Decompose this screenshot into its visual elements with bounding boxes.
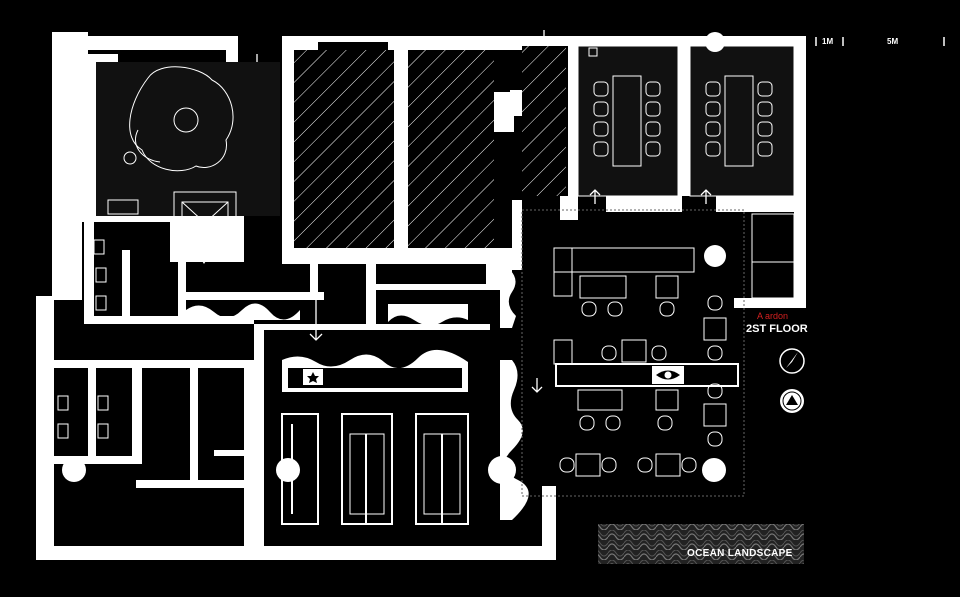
eye-icon [652,366,684,384]
scale-label-1m: 1M [822,37,834,46]
floor-label: 2ST FLOOR [746,323,808,335]
wavy-wall-right-2 [500,360,529,520]
wavy-counter-1 [186,303,300,320]
conference-room-1 [577,45,679,197]
legend-label: OCEAN LANDSCAPE [687,548,793,559]
outer-walls [36,32,806,560]
seal-logo-icon [780,389,804,413]
conference-room-2 [689,45,795,197]
wavy-counter-2 [388,304,468,326]
column-top [705,32,725,52]
corridor-walls [178,200,522,546]
elevator-arrow [199,256,209,264]
wavy-wall-right [500,270,516,328]
side-storage [751,213,795,299]
scale-bar [815,37,945,46]
toilets [57,239,109,439]
lounge-room [96,62,280,253]
scale-label-5m: 5M [887,37,899,46]
brand-label: A ardon [757,311,789,321]
hatched-rooms [294,46,566,248]
legend-swatch [598,524,804,564]
door-arrows [251,30,712,393]
chef-hat-icon [303,369,323,385]
display-cases [281,413,469,525]
columns [62,245,726,484]
cafe-area [521,209,745,497]
north-arrow-icon [779,348,805,374]
